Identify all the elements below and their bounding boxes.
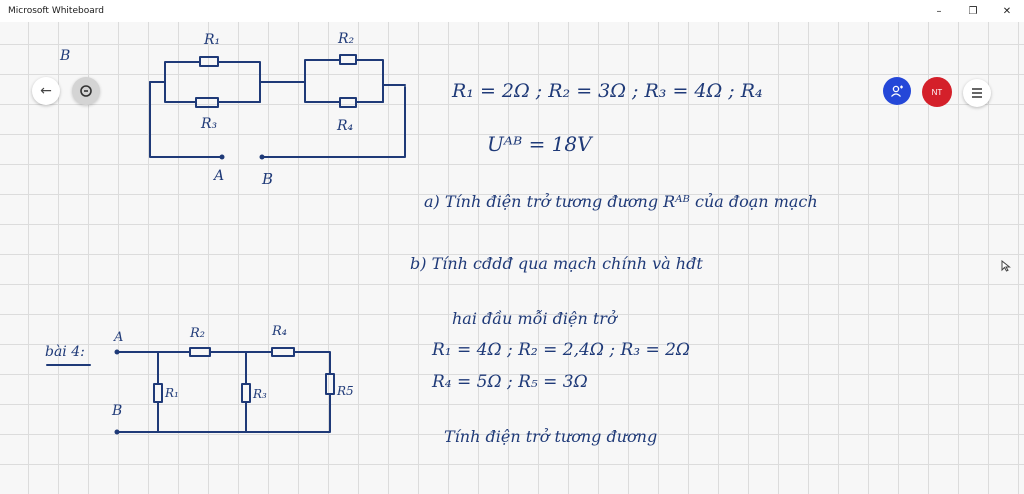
label-r4: R₄ <box>337 118 354 134</box>
back-button[interactable]: ← <box>32 77 60 105</box>
resistor-p4-r1 <box>153 383 163 403</box>
resistor-r3 <box>195 97 219 108</box>
label-p4-node-b: B <box>112 403 123 419</box>
resistor-p4-r5 <box>325 373 335 395</box>
avatar-initials: NT <box>931 87 943 97</box>
problem-4-values-1: R₁ = 4Ω ; R₂ = 2,4Ω ; R₃ = 2Ω <box>432 340 691 360</box>
problem-1-question-a: a) Tính điện trở tương đương Rᴬᴮ của đoạ… <box>424 192 818 211</box>
problem-1-question-b2: hai đầu mỗi điện trở <box>452 309 617 328</box>
label-node-b: B <box>262 170 274 188</box>
resistor-p4-r4 <box>271 347 295 357</box>
minimize-button[interactable]: – <box>936 5 942 17</box>
wire-bottom <box>116 393 331 433</box>
resistor-r4 <box>339 97 357 108</box>
label-r2: R₂ <box>338 31 355 47</box>
label-p4-r1: R₁ <box>165 386 179 400</box>
wire-r3-left <box>164 81 197 103</box>
label-p4-r3: R₃ <box>253 387 267 401</box>
mouse-cursor-icon <box>1001 260 1011 272</box>
wire-top-right <box>293 351 331 375</box>
node-a-dot <box>219 154 225 160</box>
wire-r1-right <box>217 61 261 103</box>
wire-r2-left <box>304 59 341 83</box>
invite-user-button[interactable] <box>883 77 911 105</box>
window-titlebar: Microsoft Whiteboard – ❐ ✕ <box>0 0 1024 22</box>
problem-1-values: R₁ = 2Ω ; R₂ = 3Ω ; R₃ = 4Ω ; R₄ <box>452 80 763 102</box>
hamburger-menu-icon <box>972 88 982 98</box>
label-p4-r2: R₂ <box>190 326 205 341</box>
problem-4-label: bài 4: <box>45 344 85 360</box>
window-controls: – ❐ ✕ <box>922 0 1024 22</box>
node-b-dot <box>259 154 265 160</box>
window-title: Microsoft Whiteboard <box>8 6 104 16</box>
whiteboard-canvas[interactable]: B R₁ R₃ R₂ R₄ A B R₁ = 2Ω ; R₂ = 3Ω ; R₃… <box>0 22 1024 494</box>
person-add-icon <box>891 85 903 97</box>
wire-right-loop <box>261 86 406 158</box>
resistor-p4-r3 <box>241 383 251 403</box>
problem-1-question-b: b) Tính cđdđ qua mạch chính và hđt <box>410 254 703 273</box>
resistor-r2 <box>339 54 357 65</box>
arrow-left-icon: ← <box>40 83 52 99</box>
wire-r1-left <box>164 61 201 83</box>
label-p4-node-a: A <box>114 330 124 345</box>
node-p4-b-dot <box>114 429 120 435</box>
menu-button[interactable] <box>963 79 991 107</box>
label-p4-r4: R₄ <box>272 324 287 339</box>
close-button[interactable]: ✕ <box>1002 5 1012 17</box>
resistor-p4-r2 <box>189 347 211 357</box>
problem-1-voltage: Uᴬᴮ = 18V <box>487 132 592 156</box>
label-r3: R₃ <box>201 116 218 132</box>
resistor-r1 <box>199 56 219 67</box>
label-node-a: A <box>214 168 225 184</box>
wire-r4-left <box>304 81 341 103</box>
user-avatar[interactable]: NT <box>922 77 952 107</box>
wire-r2-right <box>355 59 384 103</box>
problem-4-task: Tính điện trở tương đương <box>444 427 658 446</box>
label-p4-r5: R5 <box>337 384 354 398</box>
problem-4-values-2: R₄ = 5Ω ; R₅ = 3Ω <box>432 372 588 392</box>
wire-left-loop <box>149 81 223 158</box>
share-button[interactable] <box>72 77 100 105</box>
restore-button[interactable]: ❐ <box>968 5 978 17</box>
node-p4-a-dot <box>114 349 120 355</box>
label-r1: R₁ <box>204 32 221 48</box>
ink-drawings <box>46 54 406 435</box>
problem-1-label: B <box>60 48 71 64</box>
share-link-icon <box>80 85 92 97</box>
